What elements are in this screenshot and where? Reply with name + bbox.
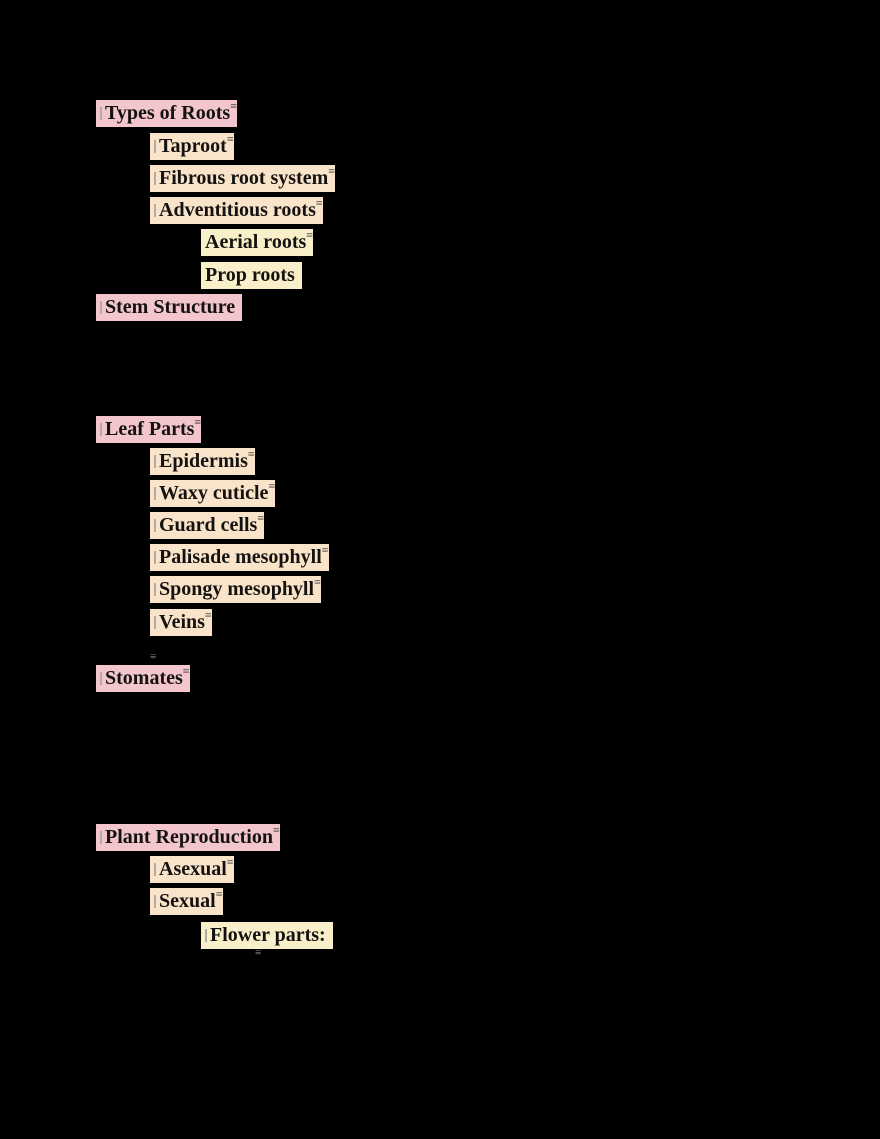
- outline-item-label: Sexual: [159, 890, 216, 912]
- highlighted-text: Adventitious roots: [150, 197, 323, 224]
- formatting-mark-icon: ≡: [255, 947, 262, 959]
- cursor-tick-icon: [100, 423, 102, 436]
- outline-item-label: Palisade mesophyll: [159, 546, 322, 568]
- outline-item-types-of-roots: Types of Roots≡: [96, 99, 238, 127]
- outline-item-stomates: Stomates≡: [96, 664, 190, 692]
- highlighted-text: Plant Reproduction: [96, 824, 280, 851]
- outline-item-label: Epidermis: [159, 450, 248, 472]
- outline-item-plant-reproduction: Plant Reproduction≡: [96, 823, 280, 851]
- outline-item-sexual: Sexual≡: [150, 887, 223, 915]
- outline-item-leaf-parts: Leaf Parts≡: [96, 415, 202, 443]
- outline-item-label: Prop roots: [205, 264, 295, 286]
- formatting-mark-icon: ≡: [226, 855, 234, 869]
- highlighted-text: Taproot: [150, 133, 234, 160]
- cursor-tick-icon: [154, 172, 156, 185]
- highlighted-text: Prop roots: [201, 262, 302, 289]
- cursor-tick-icon: [100, 301, 102, 314]
- outline-item-flower-parts: Flower parts:: [201, 922, 333, 949]
- formatting-mark-icon: ≡: [315, 196, 323, 210]
- cursor-tick-icon: [154, 204, 156, 217]
- outline-item-label: Stomates: [105, 667, 183, 689]
- formatting-mark-icon: ≡: [321, 543, 329, 557]
- cursor-tick-icon: [100, 672, 102, 685]
- cursor-tick-icon: [154, 487, 156, 500]
- formatting-mark-icon: ≡: [194, 415, 201, 429]
- cursor-tick-icon: [154, 551, 156, 564]
- outline-item-label: Plant Reproduction: [105, 826, 273, 848]
- outline-item-label: Stem Structure: [105, 296, 236, 318]
- outline-item-label: Adventitious roots: [159, 199, 316, 221]
- outline-item-fibrous-root-system: Fibrous root system≡: [150, 164, 336, 192]
- outline-item-prop-roots: Prop roots: [201, 262, 302, 289]
- cursor-tick-icon: [154, 895, 156, 908]
- outline-item-spongy-mesophyll: Spongy mesophyll≡: [150, 575, 322, 603]
- outline-item-label: Aerial roots: [205, 231, 307, 253]
- highlighted-text: Leaf Parts: [96, 416, 202, 443]
- outline-item-label: Waxy cuticle: [159, 482, 269, 504]
- outline-item-label: Fibrous root system: [159, 167, 329, 189]
- formatting-mark-icon: ≡: [328, 164, 335, 178]
- outline-item-asexual: Asexual≡: [150, 855, 234, 883]
- cursor-tick-icon: [154, 140, 156, 153]
- formatting-mark-icon: ≡: [204, 608, 212, 622]
- outline-item-label: Guard cells: [159, 514, 258, 536]
- highlighted-text: Flower parts:: [201, 922, 333, 949]
- formatting-mark-icon: ≡: [314, 575, 321, 589]
- cursor-tick-icon: [154, 455, 156, 468]
- outline-item-adventitious-roots: Adventitious roots≡: [150, 196, 323, 224]
- cursor-tick-icon: [100, 831, 102, 844]
- highlighted-text: Stem Structure: [96, 294, 243, 321]
- highlighted-text: Waxy cuticle: [150, 480, 276, 507]
- highlighted-text: Epidermis: [150, 448, 255, 475]
- formatting-mark-icon: ≡: [268, 479, 275, 493]
- cursor-tick-icon: [205, 929, 207, 942]
- highlighted-text: Asexual: [150, 856, 234, 883]
- highlighted-text: Aerial roots: [201, 229, 314, 256]
- formatting-mark-icon: ≡: [230, 99, 237, 113]
- formatting-mark-icon: ≡: [226, 132, 234, 146]
- formatting-mark-icon: ≡: [306, 228, 313, 242]
- outline-item-label: Asexual: [159, 858, 227, 880]
- highlighted-text: Stomates: [96, 665, 190, 692]
- outline-item-veins: Veins≡: [150, 608, 212, 636]
- outline-item-label: Leaf Parts: [105, 418, 195, 440]
- outline-item-epidermis: Epidermis≡: [150, 447, 255, 475]
- outline-item-waxy-cuticle: Waxy cuticle≡: [150, 479, 276, 507]
- highlighted-text: Spongy mesophyll: [150, 576, 322, 603]
- cursor-tick-icon: [154, 616, 156, 629]
- cursor-tick-icon: [100, 107, 102, 120]
- formatting-mark-icon: ≡: [272, 823, 280, 837]
- cursor-tick-icon: [154, 583, 156, 596]
- outline-item-aerial-roots: Aerial roots≡: [201, 228, 314, 256]
- outline-item-label: Types of Roots: [105, 102, 231, 124]
- formatting-mark-icon: ≡: [215, 887, 223, 901]
- outline-item-label: Veins: [159, 611, 205, 633]
- highlighted-text: Guard cells: [150, 512, 265, 539]
- formatting-mark-icon: ≡: [247, 447, 255, 461]
- outline-item-label: Spongy mesophyll: [159, 578, 315, 600]
- formatting-mark-icon: ≡: [257, 511, 264, 525]
- highlighted-text: Sexual: [150, 888, 223, 915]
- outline-item-taproot: Taproot≡: [150, 132, 234, 160]
- highlighted-text: Veins: [150, 609, 212, 636]
- outline-item-label: Taproot: [159, 135, 227, 157]
- cursor-tick-icon: [154, 519, 156, 532]
- highlighted-text: Fibrous root system: [150, 165, 336, 192]
- highlighted-text: Types of Roots: [96, 100, 238, 127]
- outline-item-guard-cells: Guard cells≡: [150, 511, 265, 539]
- highlighted-text: Palisade mesophyll: [150, 544, 329, 571]
- outline-item-label: Flower parts:: [210, 924, 326, 946]
- formatting-mark-icon: ≡: [150, 651, 157, 663]
- outline-item-stem-structure: Stem Structure: [96, 294, 243, 321]
- outline-item-palisade-mesophyll: Palisade mesophyll≡: [150, 543, 329, 571]
- cursor-tick-icon: [154, 863, 156, 876]
- formatting-mark-icon: ≡: [182, 664, 190, 678]
